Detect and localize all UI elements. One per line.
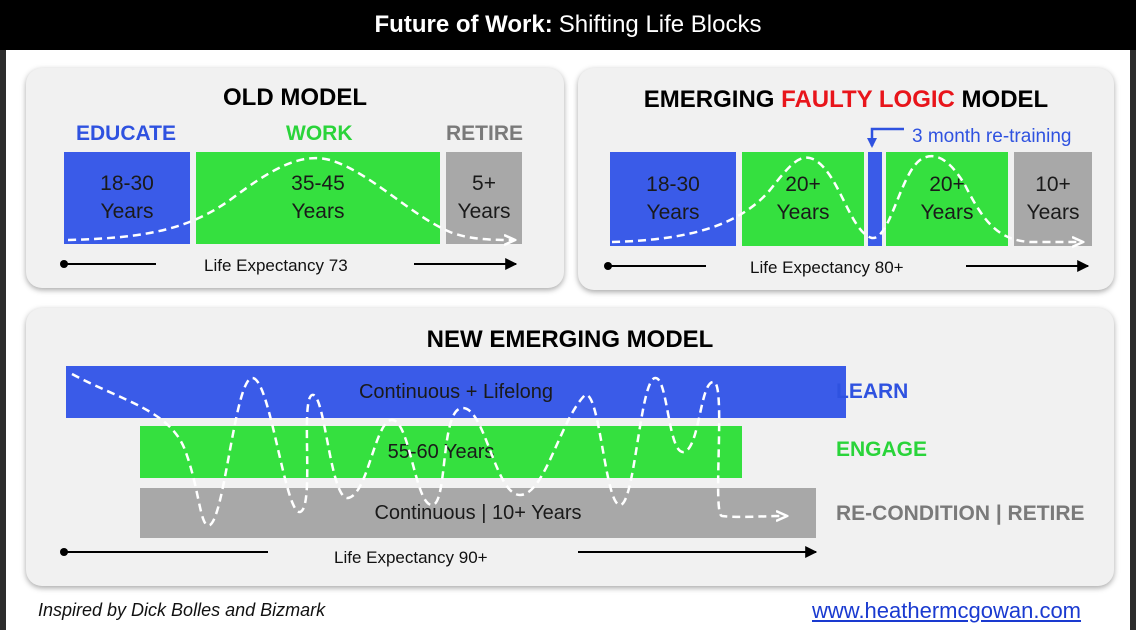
old-life-expectancy: Life Expectancy 73: [204, 256, 348, 275]
block-line1: 35-45: [291, 172, 345, 195]
learn-bar-text: Continuous + Lifelong: [358, 380, 554, 403]
block-line1: 5+: [472, 172, 496, 195]
faulty-block-retraining: [868, 152, 882, 246]
new-life-curve: [71, 372, 786, 527]
old-block-work: 35-45 Years: [196, 152, 440, 244]
right-edge: [1130, 0, 1136, 630]
old-label-work: WORK: [286, 122, 353, 145]
block-line2: Years: [920, 201, 974, 224]
block-line2: Years: [291, 200, 345, 223]
faulty-block-work-2: 20+ Years: [886, 152, 1008, 246]
old-model-title: OLD MODEL: [223, 84, 367, 111]
faulty-title-red: FAULTY LOGIC: [781, 86, 955, 113]
old-timeline: [60, 258, 518, 270]
old-model-panel: OLD MODEL EDUCATE WORK RETIRE 18-30 Year…: [26, 68, 564, 288]
page-header: Future of Work: Shifting Life Blocks: [0, 0, 1136, 50]
block-line1: 20+: [785, 173, 821, 196]
new-timeline: [60, 546, 818, 558]
learn-bar: Continuous + Lifelong: [66, 366, 846, 418]
recondition-bar: Continuous | 10+ Years: [140, 488, 816, 538]
retraining-pointer: [867, 127, 904, 148]
faulty-title-post: MODEL: [954, 86, 1049, 113]
footer-credit: Inspired by Dick Bolles and Bizmark: [38, 600, 326, 620]
faulty-model-panel: EMERGING FAULTY LOGIC MODEL 3 month re-t…: [578, 68, 1114, 290]
engage-bar: 55-60 Years: [140, 426, 742, 478]
old-label-retire: RETIRE: [446, 122, 524, 145]
label-learn: LEARN: [836, 380, 909, 403]
new-life-expectancy: Life Expectancy 90+: [334, 548, 488, 567]
old-label-educate: EDUCATE: [76, 122, 176, 145]
left-edge: [0, 0, 6, 630]
label-recondition: RE-CONDITION | RETIRE: [836, 502, 1085, 525]
retraining-note: 3 month re-training: [912, 126, 1072, 147]
recondition-bar-text: Continuous | 10+ Years: [374, 501, 582, 524]
block-line2: Years: [646, 201, 700, 224]
faulty-model-title: EMERGING FAULTY LOGIC MODEL: [578, 86, 1114, 114]
footer-url-link[interactable]: www.heathermcgowan.com: [812, 598, 1082, 623]
block-line1: 18-30: [646, 173, 700, 196]
old-life-curve: [67, 156, 514, 240]
new-model-title: NEW EMERGING MODEL: [426, 326, 714, 353]
block-line2: Years: [776, 201, 830, 224]
block-line1: 10+: [1035, 173, 1071, 196]
faulty-life-curve: [611, 154, 1082, 242]
label-engage: ENGAGE: [836, 438, 928, 461]
block-line1: 20+: [929, 173, 965, 196]
block-line2: Years: [1026, 201, 1080, 224]
faulty-block-educate: 18-30 Years: [610, 152, 736, 246]
faulty-life-expectancy: Life Expectancy 80+: [750, 258, 904, 277]
faulty-title-pre: EMERGING: [643, 86, 782, 113]
faulty-block-retire: 10+ Years: [1014, 152, 1092, 246]
header-title-strong: Future of Work:: [374, 11, 553, 38]
block-line1: 18-30: [100, 172, 154, 195]
new-model-panel: NEW EMERGING MODEL Continuous + Lifelong…: [26, 308, 1114, 586]
old-block-retire: 5+ Years: [446, 152, 522, 244]
block-line2: Years: [457, 200, 511, 223]
faulty-timeline: [604, 260, 1090, 272]
header-title-rest: Shifting Life Blocks: [558, 11, 762, 38]
engage-bar-text: 55-60 Years: [387, 440, 495, 463]
block-line2: Years: [100, 200, 154, 223]
old-block-educate: 18-30 Years: [64, 152, 190, 244]
